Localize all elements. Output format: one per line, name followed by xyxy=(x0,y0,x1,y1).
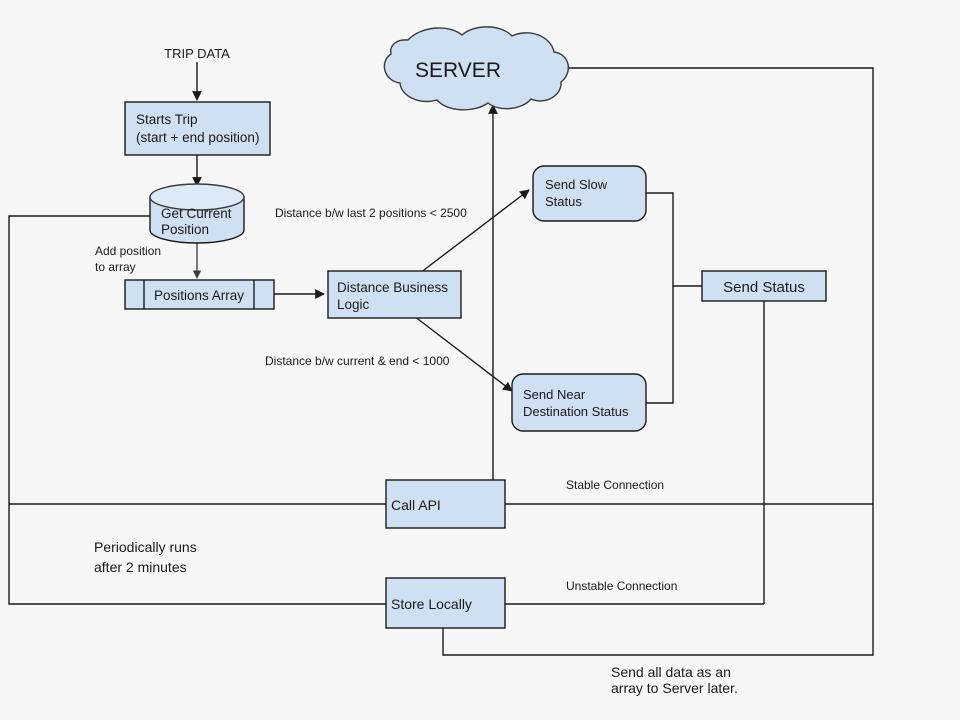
connector-left-feedback-bus xyxy=(8,215,386,605)
node-distance-business-logic[interactable] xyxy=(327,270,462,319)
node-store-locally[interactable] xyxy=(385,577,506,629)
label-get-current-position-line1: Get Current xyxy=(161,206,232,221)
label-starts-trip-line1: Starts Trip xyxy=(136,112,198,127)
label-store-locally: Store Locally xyxy=(391,596,472,612)
node-get-current-position[interactable] xyxy=(149,183,245,244)
label-server: SERVER xyxy=(415,59,501,82)
connector-server-right-bus xyxy=(442,67,874,656)
connector-sendslowstatus-to-sendstatus xyxy=(646,192,702,287)
label-starts-trip-line2: (start + end position) xyxy=(136,130,259,145)
label-send-slow-status-line2: Status xyxy=(545,194,582,209)
label-get-current-position-line2: Position xyxy=(161,222,209,237)
node-server-cloud[interactable] xyxy=(383,26,569,111)
label-send-slow-status-line1: Send Slow xyxy=(545,177,608,192)
node-positions-array[interactable] xyxy=(124,279,275,310)
label-distance-business-logic-line1: Distance Business xyxy=(337,280,448,295)
edgelabel-distance-last-two: Distance b/w last 2 positions < 2500 xyxy=(275,206,467,220)
connector-logic-to-sendslowstatus xyxy=(419,189,530,274)
edgelabel-unstable-connection: Unstable Connection xyxy=(566,579,677,593)
label-trip-data: TRIP DATA xyxy=(164,46,230,61)
label-distance-business-logic-line2: Logic xyxy=(337,297,370,312)
node-call-api[interactable] xyxy=(385,479,506,529)
edgelabel-stable-connection: Stable Connection xyxy=(566,478,664,492)
note-send-all-data-line2: array to Server later. xyxy=(611,680,738,696)
label-send-near-destination-line1: Send Near xyxy=(523,387,586,402)
connector-logic-to-sendneardestination xyxy=(413,315,513,392)
edgelabel-distance-current-end: Distance b/w current & end < 1000 xyxy=(265,354,450,368)
label-send-near-destination-line2: Destination Status xyxy=(523,404,629,419)
edgelabel-add-position-line2: to array xyxy=(95,260,136,274)
note-periodically-runs-line2: after 2 minutes xyxy=(94,559,187,575)
label-positions-array: Positions Array xyxy=(154,288,244,303)
connector-sendneardestination-to-sendstatus xyxy=(646,286,674,404)
label-call-api: Call API xyxy=(391,497,441,513)
node-send-near-destination-status[interactable] xyxy=(511,373,647,432)
node-send-status[interactable] xyxy=(701,270,827,302)
note-periodically-runs-line1: Periodically runs xyxy=(94,539,197,555)
node-starts-trip[interactable] xyxy=(124,101,271,156)
label-send-status: Send Status xyxy=(723,279,805,296)
node-send-slow-status[interactable] xyxy=(532,165,647,222)
edgelabel-add-position-line1: Add position xyxy=(95,244,161,258)
note-send-all-data-line1: Send all data as an xyxy=(611,664,731,680)
